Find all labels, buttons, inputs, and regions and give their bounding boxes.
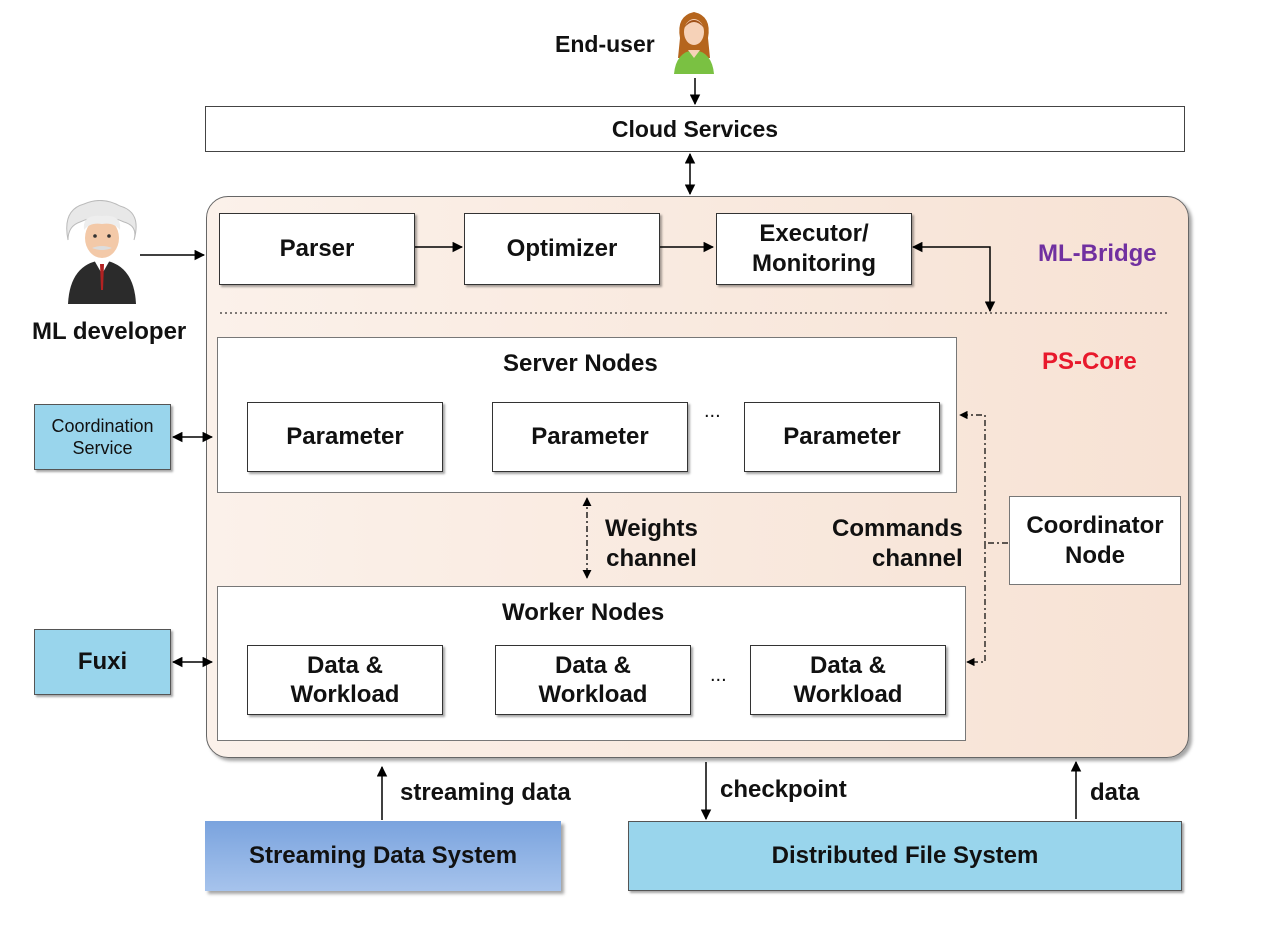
coordinator-line1: Coordinator	[1026, 511, 1164, 539]
workload-box-1: Data & Workload	[247, 645, 443, 715]
parameter-label-3: Parameter	[783, 423, 901, 450]
commands-channel-line1: Commands	[832, 515, 963, 542]
einstein-developer-icon	[66, 200, 137, 304]
coordinator-line2: Node	[1065, 541, 1125, 569]
distributed-file-system-box: Distributed File System	[628, 821, 1182, 891]
workload-box-3: Data & Workload	[750, 645, 946, 715]
streaming-data-label: streaming data	[400, 779, 571, 806]
ml-bridge-label: ML-Bridge	[1038, 240, 1157, 267]
server-ellipsis: ...	[704, 400, 721, 422]
executor-label-line2: Monitoring	[752, 250, 876, 277]
server-nodes-title: Server Nodes	[503, 350, 658, 377]
checkpoint-label: checkpoint	[720, 776, 847, 803]
weights-channel-line2: channel	[606, 545, 697, 572]
commands-channel-to-worker	[966, 543, 986, 667]
streaming-system-label: Streaming Data System	[248, 842, 518, 869]
parameter-label-1: Parameter	[286, 423, 404, 450]
optimizer-label: Optimizer	[506, 235, 618, 262]
coordination-service-box: Coordination Service	[34, 404, 171, 470]
ml-developer-label: ML developer	[32, 318, 187, 345]
parser-label: Parser	[279, 235, 355, 262]
workload-2-line1: Data &	[554, 652, 632, 679]
streaming-data-system-box: Streaming Data System	[205, 821, 561, 891]
coordination-line1: Coordination	[51, 416, 154, 436]
end-user-label: End-user	[555, 31, 655, 57]
commands-channel-label: Commands channel	[832, 514, 963, 574]
workload-1-line1: Data &	[306, 652, 384, 679]
parameter-box-1: Parameter	[247, 402, 443, 472]
commands-channel-to-server	[959, 410, 1008, 544]
cloud-services-box: Cloud Services	[205, 106, 1185, 152]
fuxi-label: Fuxi	[77, 648, 128, 675]
parameter-label-2: Parameter	[531, 423, 649, 450]
worker-ellipsis: ...	[710, 664, 727, 686]
parameter-box-3: Parameter	[744, 402, 940, 472]
parser-box: Parser	[219, 213, 415, 285]
ps-core-label: PS-Core	[1042, 348, 1137, 375]
workload-2-line2: Workload	[538, 681, 648, 708]
workload-box-2: Data & Workload	[495, 645, 691, 715]
coordinator-node-box: Coordinator Node	[1009, 496, 1181, 585]
coordination-line2: Service	[72, 438, 133, 458]
arrow-executor-pscore	[911, 241, 996, 313]
dfs-label: Distributed File System	[771, 842, 1039, 869]
executor-monitoring-box: Executor/ Monitoring	[716, 213, 912, 285]
workload-1-line2: Workload	[290, 681, 400, 708]
workload-3-line2: Workload	[793, 681, 903, 708]
data-label: data	[1090, 779, 1140, 806]
executor-label-line1: Executor/	[759, 220, 869, 247]
cloud-services-label: Cloud Services	[611, 115, 779, 142]
parameter-box-2: Parameter	[492, 402, 688, 472]
weights-channel-line1: Weights	[605, 515, 698, 542]
weights-channel-label: Weights channel	[605, 514, 698, 574]
optimizer-box: Optimizer	[464, 213, 660, 285]
commands-channel-line2: channel	[871, 545, 963, 572]
woman-user-icon	[674, 12, 714, 74]
workload-3-line1: Data &	[809, 652, 887, 679]
worker-nodes-title: Worker Nodes	[502, 599, 665, 626]
fuxi-box: Fuxi	[34, 629, 171, 695]
